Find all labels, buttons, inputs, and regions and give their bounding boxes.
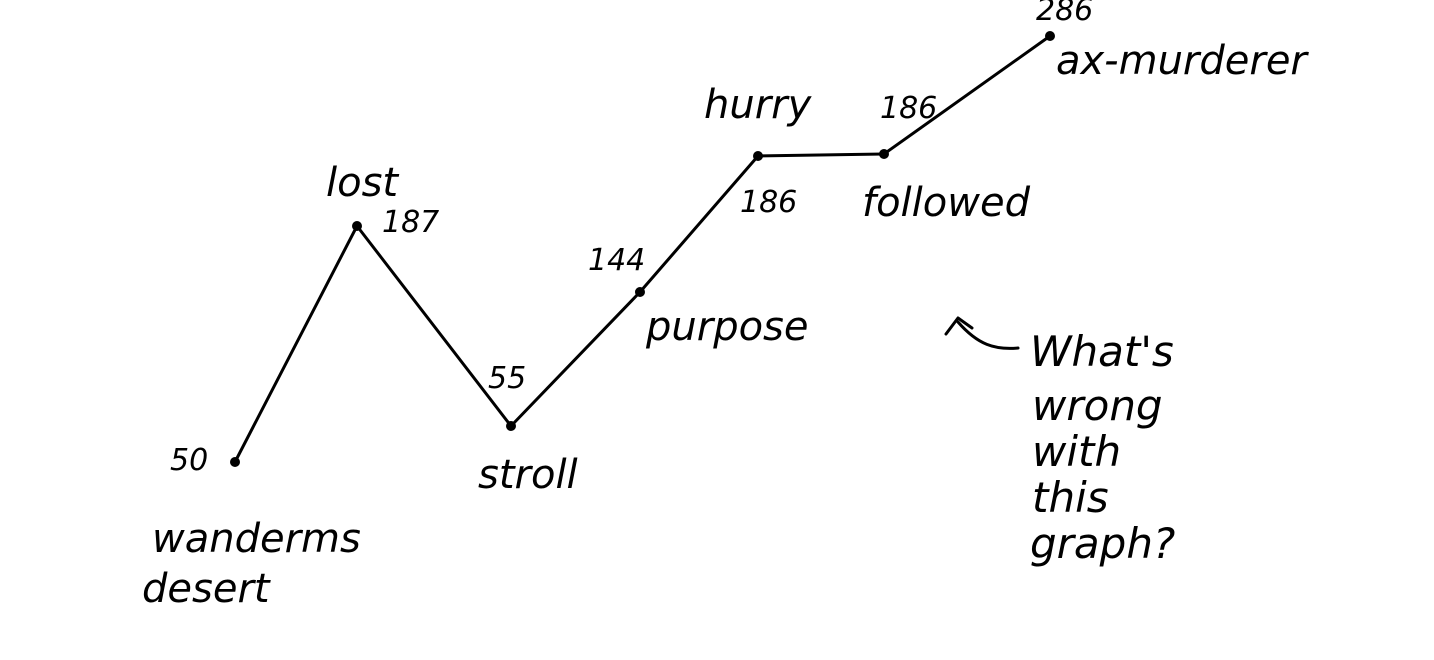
data-point xyxy=(506,421,516,431)
value-label-ax-murderer: 286 xyxy=(1036,0,1093,28)
point-label-hurry: hurry xyxy=(704,82,813,128)
point-label-lost: lost xyxy=(326,160,399,206)
value-label-purpose: 144 xyxy=(588,243,645,278)
value-label-followed: 186 xyxy=(880,91,937,126)
line-segment xyxy=(638,154,760,294)
line-segment xyxy=(509,290,642,428)
annotation-line-4: this xyxy=(1032,473,1109,522)
data-point xyxy=(879,149,889,159)
data-point xyxy=(753,151,763,161)
annotation-line-5: graph? xyxy=(1030,519,1175,568)
value-label-lost: 187 xyxy=(382,205,439,240)
line-segment xyxy=(233,224,359,464)
point-label-wanders: wanderms xyxy=(152,516,361,562)
annotation-arrow-icon xyxy=(944,316,1020,350)
annotation-line-2: wrong xyxy=(1032,381,1163,430)
annotation-line-3: with xyxy=(1032,427,1121,476)
line-segment xyxy=(355,224,513,428)
graph-points xyxy=(230,31,1055,467)
data-point xyxy=(352,221,362,231)
data-point xyxy=(230,457,240,467)
line-segment xyxy=(882,34,1052,156)
point-label-stroll: stroll xyxy=(478,452,578,498)
value-label-wanders-desert: 50 xyxy=(170,443,208,478)
point-label-desert: desert xyxy=(142,566,271,612)
point-label-followed: followed xyxy=(862,180,1031,226)
value-label-stroll: 55 xyxy=(488,361,526,396)
value-label-hurry: 186 xyxy=(740,185,797,220)
data-point xyxy=(1045,31,1055,41)
point-label-purpose: purpose xyxy=(645,304,809,350)
graph-line xyxy=(233,34,1052,464)
line-segment xyxy=(756,152,886,158)
annotation-line-1: What's xyxy=(1030,327,1174,376)
point-label-ax-murderer: ax-murderer xyxy=(1056,38,1309,84)
data-point xyxy=(635,287,645,297)
